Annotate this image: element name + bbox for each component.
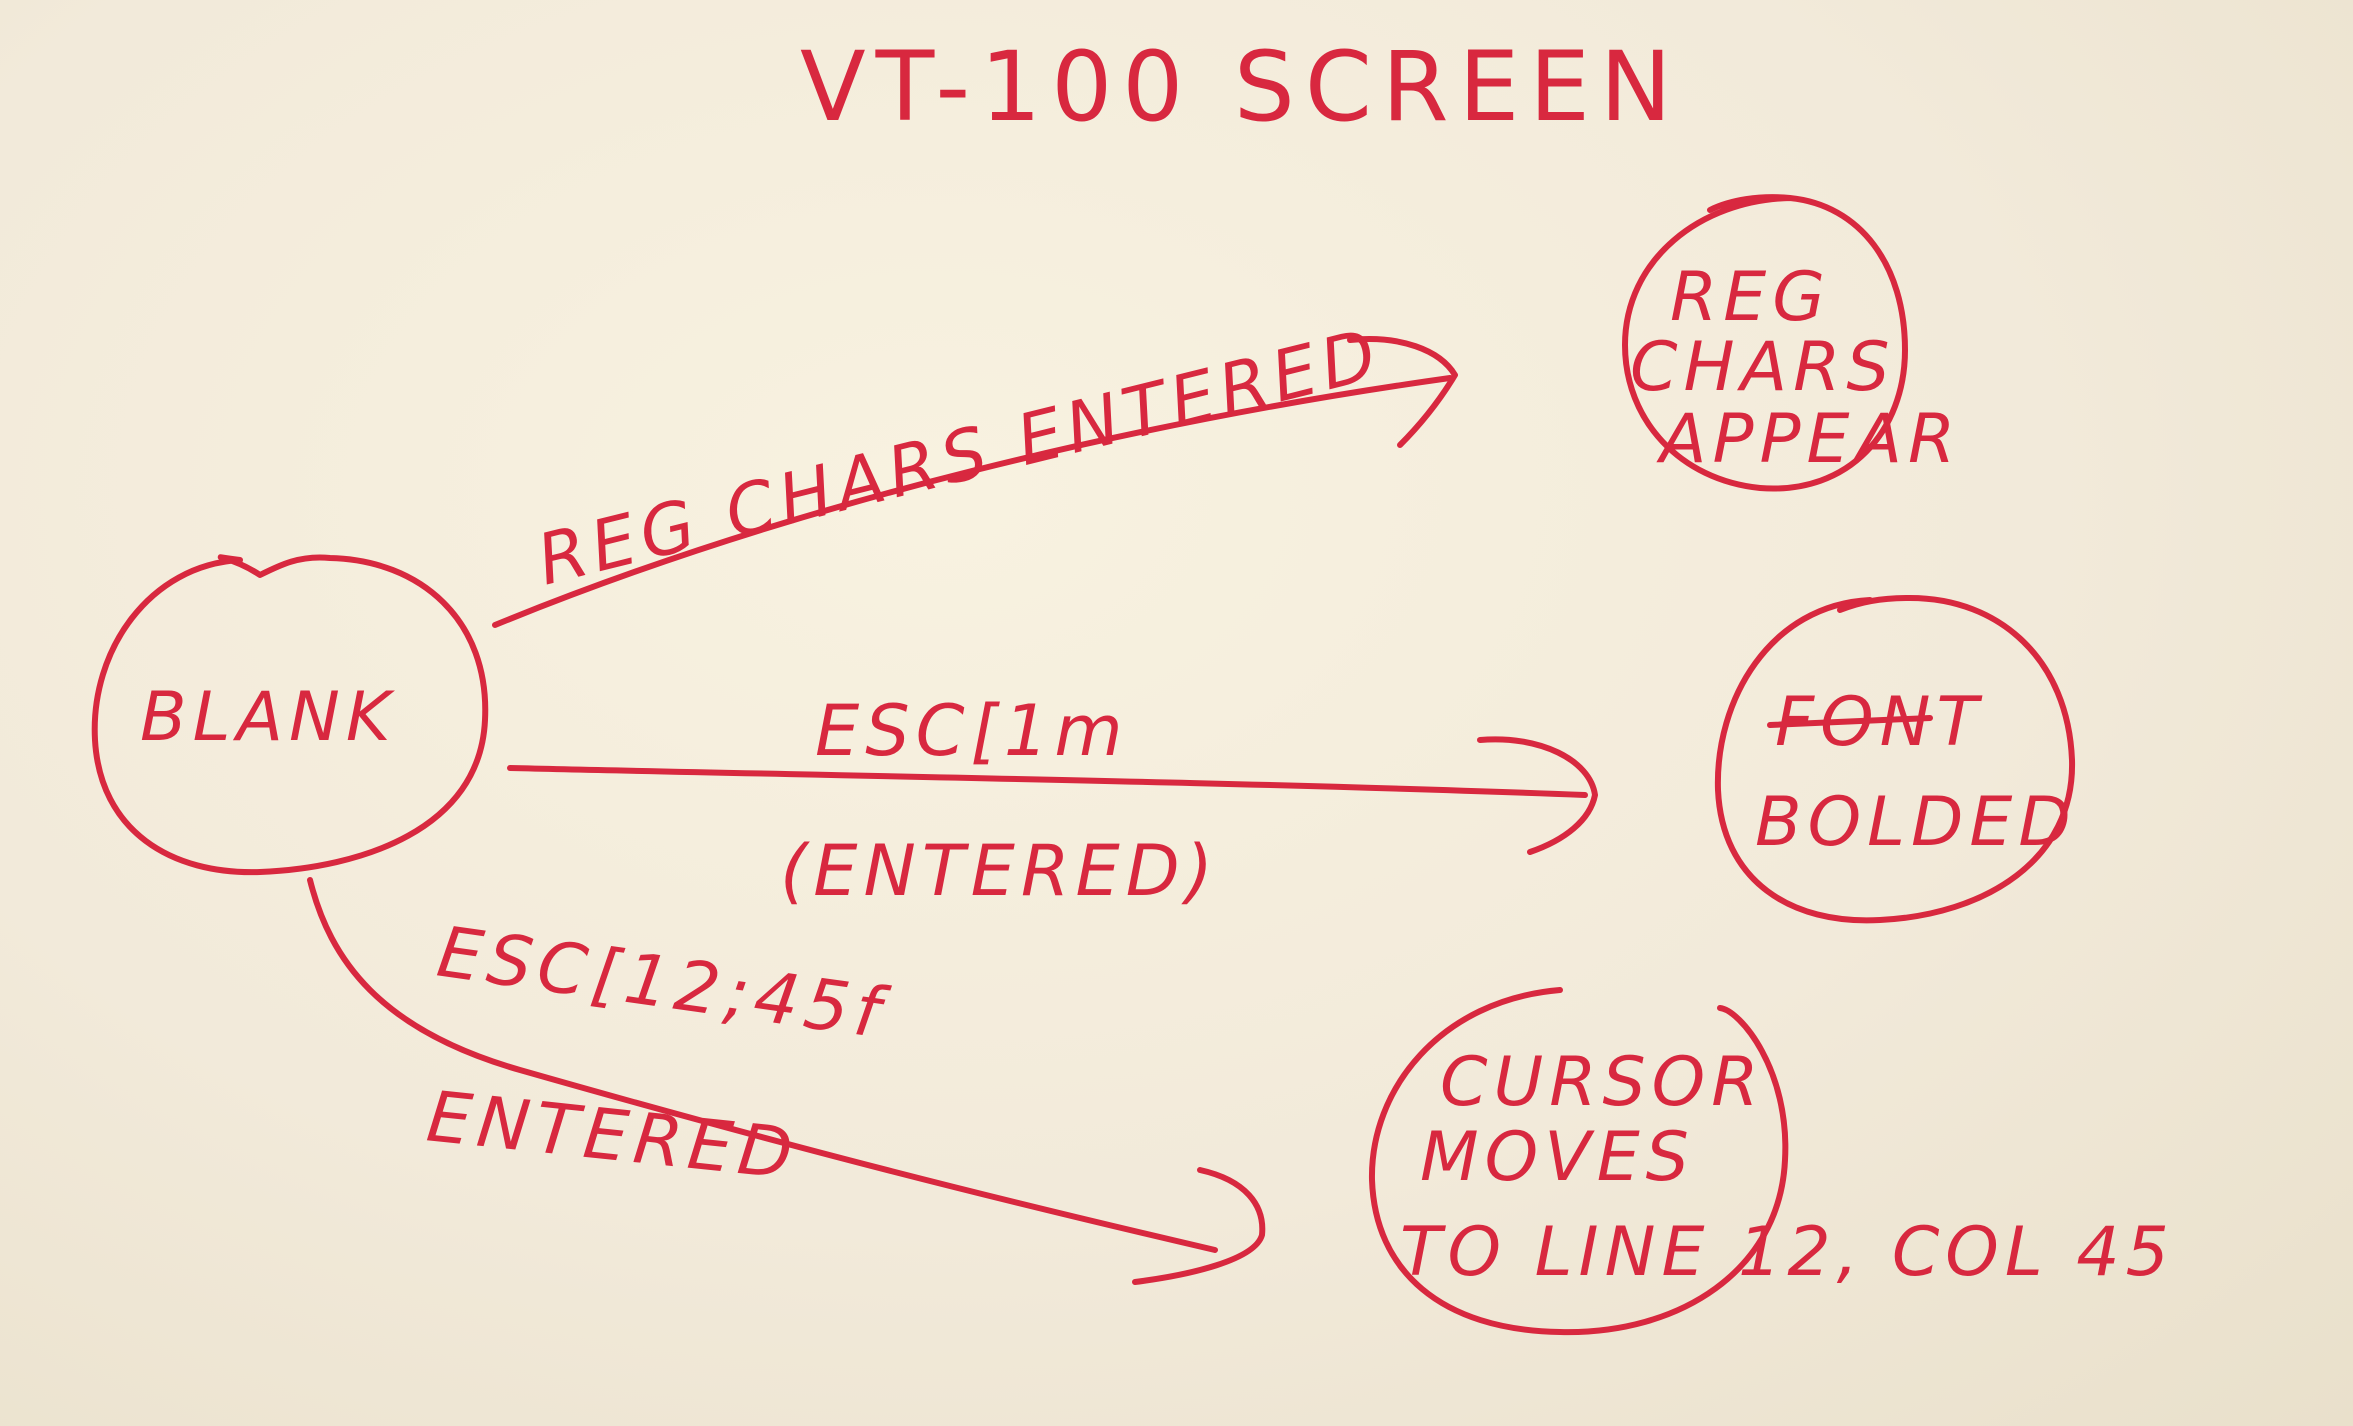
- node-cursor-moves: CURSOR MOVES TO LINE 12, COL 45: [1368, 987, 2175, 1336]
- node-blank-label: BLANK: [140, 678, 397, 757]
- node-reg-chars-line-2: CHARS: [1630, 328, 1896, 407]
- node-reg-chars: REG CHARS APPEAR: [1622, 194, 1961, 492]
- edge-reg-chars-arrow-line: [492, 375, 1453, 628]
- node-reg-chars-line-1: REG: [1670, 258, 1831, 337]
- edge-esc-1m-arrowhead: [1477, 736, 1598, 855]
- edge-esc-1m-label-1: ESC[1m: [815, 690, 1129, 772]
- edge-reg-chars-arrowhead: [1347, 336, 1458, 448]
- node-cursor-moves-line-3: TO LINE 12, COL 45: [1400, 1213, 2175, 1292]
- edge-esc-12-45f-arrow-line: [307, 877, 1218, 1253]
- node-font-bolded: FONT BOLDED: [1714, 595, 2077, 924]
- node-cursor-moves-line-2: MOVES: [1420, 1118, 1695, 1197]
- edge-esc-1m: ESC[1m (ENTERED): [507, 690, 1598, 912]
- diagram-title: VT-100 SCREEN: [800, 31, 1682, 143]
- node-reg-chars-line-3: APPEAR: [1656, 400, 1961, 479]
- node-font-bolded-line-2: BOLDED: [1755, 783, 2077, 862]
- node-cursor-moves-line-1: CURSOR: [1440, 1043, 1764, 1122]
- node-blank-circle: [91, 554, 489, 876]
- edge-esc-1m-label-2: (ENTERED): [780, 830, 1219, 912]
- node-cursor-moves-circle: [1368, 987, 1789, 1336]
- node-reg-chars-circle: [1622, 194, 1908, 492]
- edge-esc-12-45f-label-2: ENTERED: [423, 1075, 802, 1195]
- node-blank: BLANK: [91, 554, 489, 876]
- edge-reg-chars-entered: REG CHARS ENTERED: [492, 312, 1458, 628]
- font-strikethrough-mark: [1767, 715, 1933, 728]
- edge-esc-12-45f-arrowhead: [1132, 1167, 1266, 1285]
- edge-esc-1m-arrow-line: [507, 765, 1588, 798]
- edge-esc-12-45f-label-1: ESC[12;45f: [433, 911, 895, 1055]
- edge-reg-chars-label: REG CHARS ENTERED: [529, 312, 1390, 601]
- edge-esc-12-45f: ESC[12;45f ENTERED: [307, 877, 1266, 1285]
- node-font-bolded-circle: [1714, 595, 2076, 924]
